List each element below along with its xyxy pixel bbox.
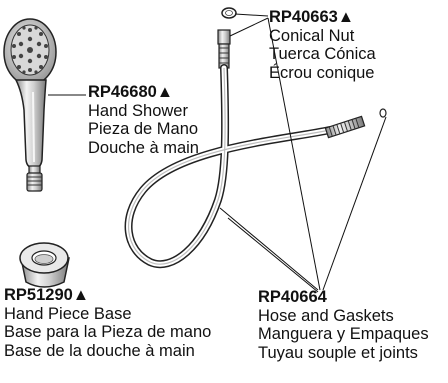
part-name-fr: Douche à main <box>88 138 199 157</box>
hand-piece-base-callout: RP51290▲ Hand Piece Base Base para la Pi… <box>4 286 211 360</box>
part-name-en: Conical Nut <box>269 26 355 45</box>
leader-lines <box>48 13 387 293</box>
part-number: RP40663▲ <box>269 8 355 26</box>
part-number: RP51290▲ <box>4 286 90 304</box>
part-name-fr: Tuyau souple et joints <box>258 343 418 362</box>
part-name-es: Pieza de Mano <box>88 120 199 138</box>
hose-callout: RP40664 Hose and Gaskets Manguera y Empa… <box>258 288 429 362</box>
conical-nut-callout: RP40663▲ Conical Nut Tuerca Cónica Écrou… <box>269 8 376 82</box>
part-name-fr: Base de la douche à main <box>4 341 195 360</box>
gasket <box>379 108 387 118</box>
part-name-en: Hand Piece Base <box>4 304 132 323</box>
hand-shower-drawing <box>3 18 57 192</box>
part-number: RP46680▲ <box>88 83 174 101</box>
part-name-es: Manguera y Empaques <box>258 325 429 343</box>
part-number: RP40664 <box>258 288 327 306</box>
part-name-en: Hose and Gaskets <box>258 306 394 325</box>
part-name-en: Hand Shower <box>88 101 188 120</box>
part-name-fr: Écrou conique <box>269 63 375 82</box>
conical-nut-drawing <box>221 7 237 19</box>
hand-shower-callout: RP46680▲ Hand Shower Pieza de Mano Douch… <box>88 83 199 157</box>
part-name-es: Tuerca Cónica <box>269 45 376 63</box>
part-name-es: Base para la Pieza de mano <box>4 323 212 341</box>
hose-drawing <box>124 29 387 269</box>
spray-nozzles <box>12 26 48 74</box>
hand-piece-base-drawing <box>19 242 70 288</box>
